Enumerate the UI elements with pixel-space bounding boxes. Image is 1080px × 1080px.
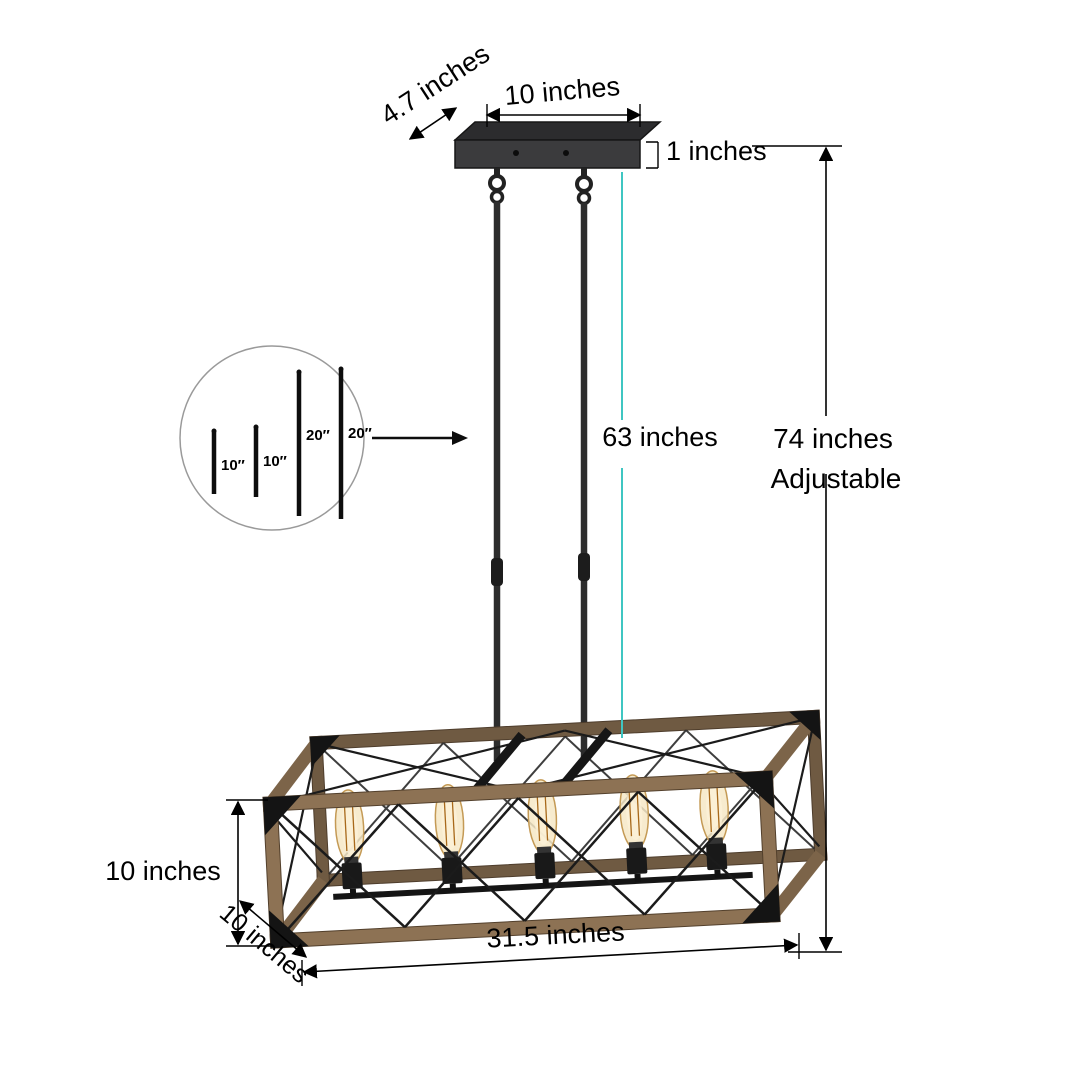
bulb-socket (441, 857, 463, 885)
inset-rod-caps (211, 366, 344, 434)
label-overall-height: 74 inches (773, 423, 893, 454)
label-canopy-width: 10 inches (503, 71, 621, 111)
inset-circle (179, 345, 365, 531)
down-rod-right (575, 168, 593, 757)
bulb-socket (534, 852, 556, 880)
edison-bulb (334, 789, 365, 897)
bulb-socket (626, 847, 648, 875)
chandelier-box (262, 709, 828, 949)
hanging-loop (575, 175, 593, 193)
x-brace-front (276, 784, 767, 935)
edison-bulbs (334, 770, 729, 897)
inset-rods (211, 369, 344, 519)
edison-bulb (527, 779, 558, 887)
canopy-top-face (453, 121, 662, 141)
arrow-head-icon (452, 431, 468, 445)
canopy-front-face (454, 139, 641, 169)
inset-rod-label: 20″ (306, 427, 330, 444)
label-rod-length: 63 inches (602, 422, 718, 452)
label-box-height: 10 inches (105, 856, 221, 886)
inset-rod-label: 10″ (221, 457, 245, 474)
rod-connector (491, 558, 503, 586)
corner-bracket (309, 735, 340, 767)
dim-canopy-height: 1 inches (646, 136, 767, 169)
rod-mount-straps (471, 727, 613, 795)
hanging-loop (488, 174, 506, 192)
dim-box-length: 31.5 inches (301, 916, 800, 986)
inset-rod-label: 20″ (348, 425, 372, 442)
dim-box-height: 10 inches (105, 799, 274, 947)
inset-rod-label: 10″ (263, 453, 287, 470)
label-box-length: 31.5 inches (486, 916, 625, 953)
rod-options-inset: 10″ 10″ 20″ 20″ (179, 345, 468, 531)
inset-arrow (372, 431, 468, 445)
label-canopy-depth: 4.7 inches (375, 38, 495, 130)
dim-overall-height: 74 inches Adjustable (752, 145, 902, 953)
edison-bulb (434, 783, 465, 892)
ceiling-canopy (453, 121, 662, 169)
corner-bracket (789, 710, 821, 741)
hanging-loop (576, 190, 592, 206)
hanging-loop (489, 189, 505, 205)
bulb-socket (706, 843, 728, 871)
dim-canopy-width: 10 inches (485, 71, 642, 127)
label-canopy-height: 1 inches (666, 136, 767, 166)
rod-connector (578, 553, 590, 581)
label-overall-height-note: Adjustable (771, 463, 902, 494)
down-rod-left (488, 168, 506, 761)
canopy-screw (563, 150, 569, 156)
canopy-screw (513, 150, 519, 156)
